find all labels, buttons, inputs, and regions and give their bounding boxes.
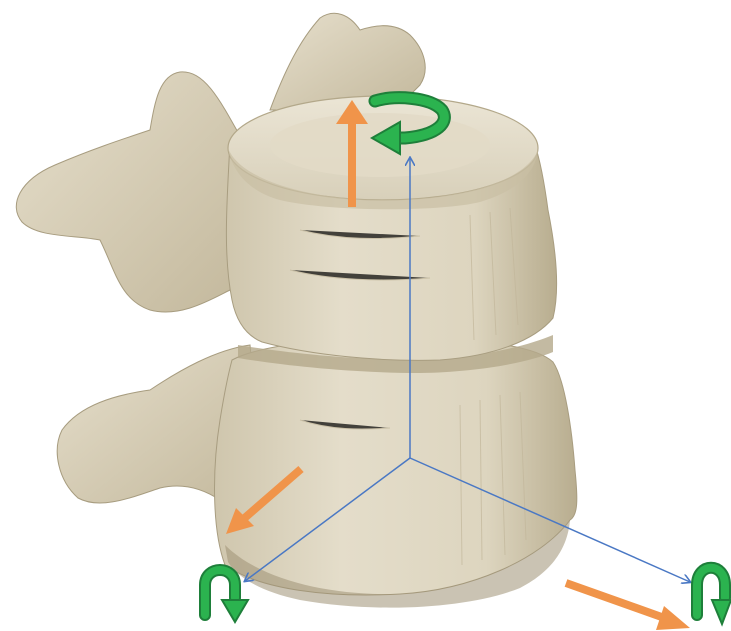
lateral-translation-arrow	[566, 583, 690, 630]
sagittal-rotation-arrow	[205, 570, 248, 622]
endplate-center	[270, 113, 490, 177]
lower-vertebral-body	[215, 337, 577, 595]
lower-vertebra	[57, 337, 577, 607]
upper-transverse-process	[16, 72, 245, 312]
upper-vertebra	[16, 13, 556, 360]
coronal-rotation-arrow	[697, 568, 731, 624]
